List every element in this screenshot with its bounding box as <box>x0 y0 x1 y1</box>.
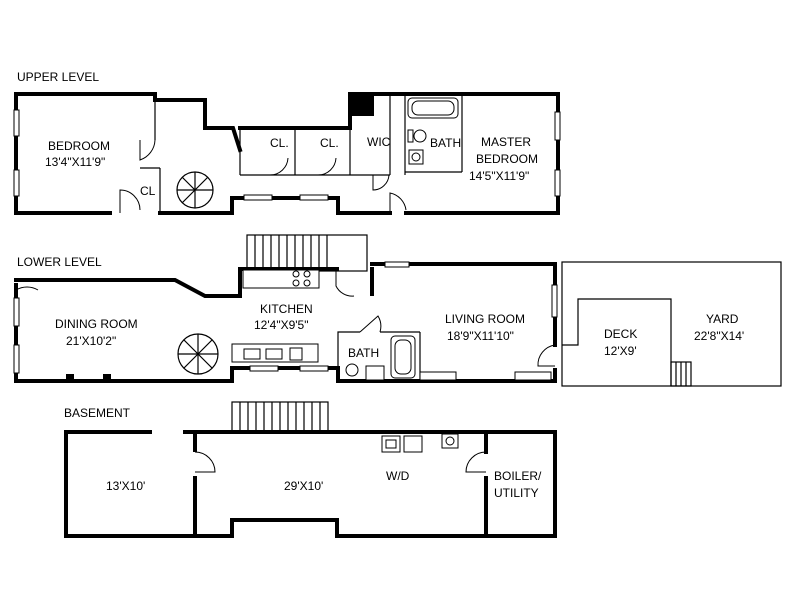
deck-size: 12'X9' <box>604 344 637 358</box>
basement-title: BASEMENT <box>64 406 131 420</box>
upper-wic-label: WIC <box>367 135 391 149</box>
kitchen-name: KITCHEN <box>260 302 313 316</box>
master-bedroom-size: 14'5"X11'9" <box>469 169 529 183</box>
boiler-label-line2: UTILITY <box>494 486 539 500</box>
dining-room-size: 21'X10'2" <box>66 334 116 348</box>
lower-level-walls <box>13 234 782 387</box>
deck-name: DECK <box>604 327 637 341</box>
basement-room2-size: 29'X10' <box>284 479 323 493</box>
washer-dryer-label: W/D <box>386 469 410 483</box>
upper-level-walls <box>13 92 561 215</box>
kitchen-size: 12'4"X9'5" <box>254 318 308 332</box>
upper-closet-3-label: CL. <box>320 136 339 150</box>
lower-bath-label: BATH <box>348 346 379 360</box>
upper-bath-label: BATH <box>430 136 461 150</box>
upper-closet-label: CL <box>140 184 156 198</box>
living-room-size: 18'9"X11'10" <box>447 329 514 343</box>
master-bedroom-line1: MASTER <box>481 135 531 149</box>
living-room-name: LIVING ROOM <box>445 312 525 326</box>
upper-bedroom-name: BEDROOM <box>48 139 110 153</box>
basement-walls <box>64 401 557 538</box>
boiler-label-line1: BOILER/ <box>494 469 542 483</box>
master-bedroom-line2: BEDROOM <box>476 152 538 166</box>
basement-room1-size: 13'X10' <box>106 479 145 493</box>
upper-bedroom-size: 13'4"X11'9" <box>45 155 105 169</box>
upper-closet-2-label: CL. <box>270 136 289 150</box>
upper-level-title: UPPER LEVEL <box>17 70 99 84</box>
yard-size: 22'8"X14' <box>694 329 744 343</box>
yard-name: YARD <box>706 312 739 326</box>
dining-room-name: DINING ROOM <box>55 317 138 331</box>
lower-level-title: LOWER LEVEL <box>17 255 102 269</box>
